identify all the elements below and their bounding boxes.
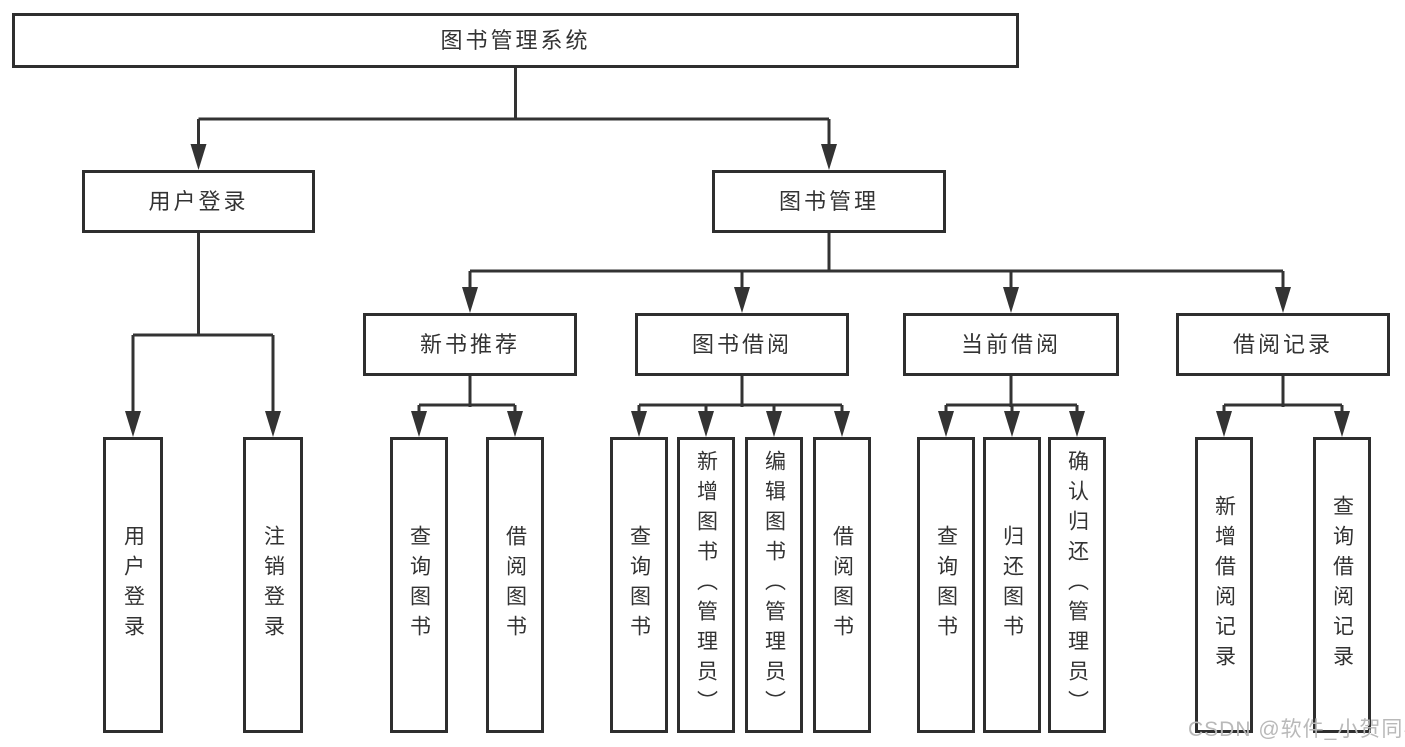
leaf-query-books-current: 查询图书	[917, 437, 975, 733]
node-new-book-recommendation: 新书推荐	[363, 313, 577, 376]
csdn-watermark: CSDN @软件_小贺同学	[1188, 718, 1405, 741]
arrow-down-icon	[1275, 287, 1291, 313]
arrow-down-icon	[125, 411, 141, 437]
arrow-down-icon	[1004, 411, 1020, 437]
node-borrowing-records: 借阅记录	[1176, 313, 1390, 376]
leaf-user-login: 用户登录	[103, 437, 163, 733]
leaf-query-books-recommend: 查询图书	[390, 437, 448, 733]
leaf-query-borrow-record: 查询借阅记录	[1313, 437, 1371, 733]
node-book-management: 图书管理	[712, 170, 946, 233]
arrow-down-icon	[938, 411, 954, 437]
leaf-logout: 注销登录	[243, 437, 303, 733]
arrow-down-icon	[834, 411, 850, 437]
arrow-down-icon	[1003, 287, 1019, 313]
node-library-management-system: 图书管理系统	[12, 13, 1019, 68]
leaf-query-books-borrowing: 查询图书	[610, 437, 668, 733]
arrow-down-icon	[1334, 411, 1350, 437]
arrow-down-icon	[766, 411, 782, 437]
arrow-down-icon	[698, 411, 714, 437]
node-user-login: 用户登录	[82, 170, 315, 233]
leaf-borrow-books-recommend: 借阅图书	[486, 437, 544, 733]
arrow-down-icon	[821, 144, 837, 170]
leaf-return-book: 归还图书	[983, 437, 1041, 733]
arrow-down-icon	[462, 287, 478, 313]
arrow-down-icon	[734, 287, 750, 313]
leaf-borrow-books: 借阅图书	[813, 437, 871, 733]
arrow-down-icon	[1069, 411, 1085, 437]
arrow-down-icon	[190, 144, 207, 170]
leaf-add-book-admin: 新增图书（管理员）	[677, 437, 735, 733]
node-book-borrowing: 图书借阅	[635, 313, 849, 376]
leaf-add-borrow-record: 新增借阅记录	[1195, 437, 1253, 733]
arrow-down-icon	[411, 411, 427, 437]
leaf-edit-book-admin: 编辑图书（管理员）	[745, 437, 803, 733]
leaf-confirm-return-admin: 确认归还（管理员）	[1048, 437, 1106, 733]
node-current-borrowing: 当前借阅	[903, 313, 1119, 376]
arrow-down-icon	[1216, 411, 1232, 437]
arrow-down-icon	[631, 411, 647, 437]
arrow-down-icon	[507, 411, 523, 437]
arrow-down-icon	[265, 411, 281, 437]
